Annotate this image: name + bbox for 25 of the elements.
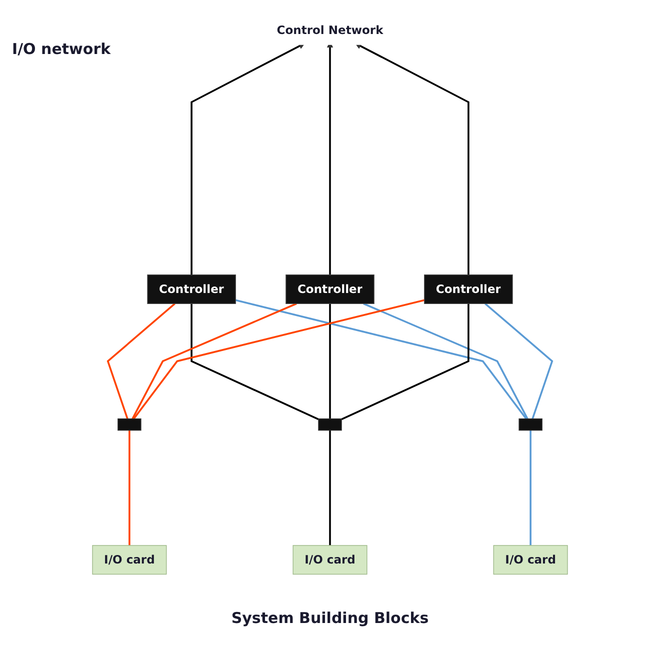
arrow	[190, 43, 305, 275]
connector	[133, 299, 425, 420]
connector	[106, 302, 176, 420]
connector	[363, 302, 528, 420]
node-box	[518, 418, 542, 431]
arrow	[355, 43, 470, 275]
connector	[190, 304, 319, 420]
connector	[132, 302, 297, 420]
connector	[484, 302, 554, 420]
node-box: Controller	[147, 274, 236, 304]
connector	[235, 299, 527, 420]
node-box: Controller	[424, 274, 513, 304]
connector	[128, 430, 130, 546]
node-box	[318, 418, 342, 431]
node-box: I/O card	[292, 545, 368, 575]
section-label: I/O network	[12, 40, 111, 58]
connector	[329, 304, 331, 419]
connector	[530, 430, 532, 546]
caption: System Building Blocks	[231, 609, 429, 627]
connector	[341, 304, 470, 420]
connector	[329, 430, 331, 546]
node-box: I/O card	[92, 545, 167, 575]
node-box: Controller	[286, 274, 374, 304]
node-box	[118, 418, 142, 431]
node-box: I/O card	[493, 545, 568, 575]
